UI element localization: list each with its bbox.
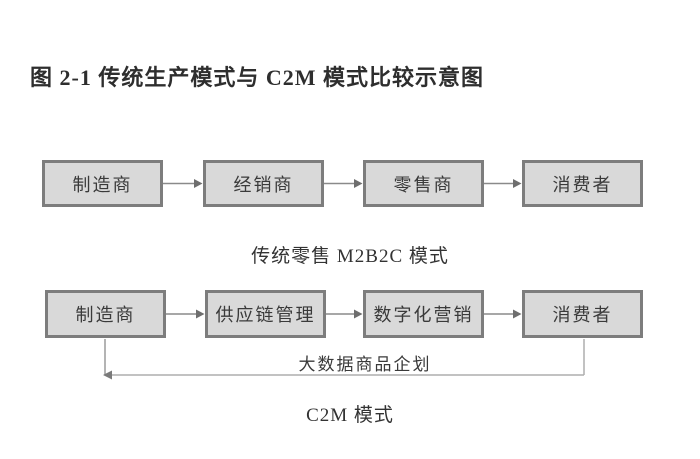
arrow-manufacturer-to-supply-chain	[166, 309, 205, 319]
node-digital-marketing: 数字化营销	[363, 290, 484, 338]
node-retailer: 零售商	[363, 160, 484, 207]
figure-title: 图 2-1 传统生产模式与 C2M 模式比较示意图	[30, 65, 484, 90]
node-consumer-traditional: 消费者	[522, 160, 643, 207]
arrow-retailer-to-consumer	[484, 179, 522, 188]
caption-c2m-flow: C2M 模式	[306, 405, 394, 426]
feedback-label: 大数据商品企划	[298, 355, 432, 374]
node-consumer-c2m: 消费者	[522, 290, 643, 338]
arrow-digital-marketing-to-consumer	[484, 309, 522, 319]
arrow-distributor-to-retailer	[324, 179, 363, 188]
node-manufacturer-traditional: 制造商	[42, 160, 163, 207]
node-supply-chain-management: 供应链管理	[205, 290, 326, 338]
arrow-manufacturer-to-distributor	[163, 179, 203, 188]
node-distributor: 经销商	[203, 160, 324, 207]
arrow-supply-chain-to-digital-marketing	[326, 309, 363, 319]
caption-traditional-flow: 传统零售 M2B2C 模式	[251, 246, 449, 267]
node-manufacturer-c2m: 制造商	[45, 290, 166, 338]
